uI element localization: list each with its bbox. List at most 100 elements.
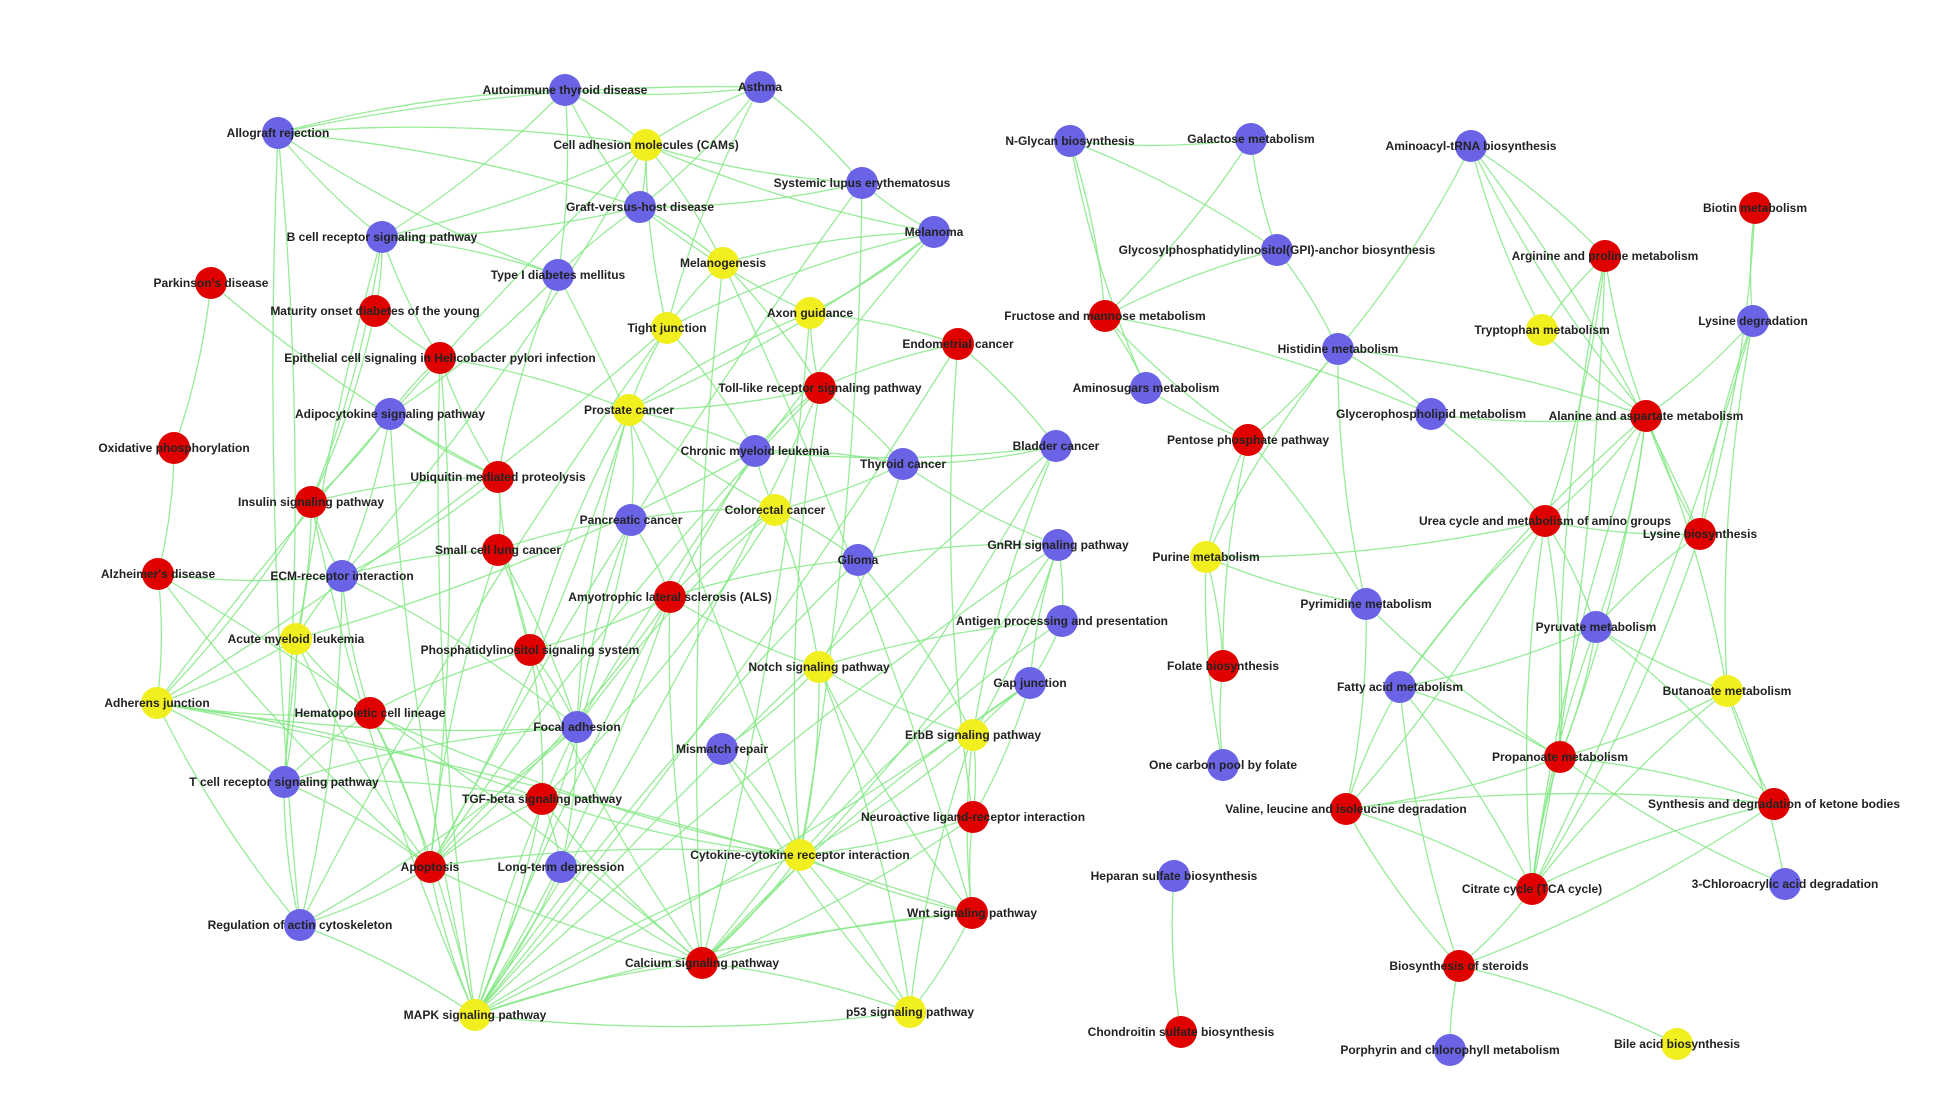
node-melanogenesis[interactable]: Melanogenesis [680,247,766,279]
node-prostate[interactable]: Prostate cancer [584,394,674,426]
node-notch-circle[interactable] [803,651,835,683]
node-cytokine[interactable]: Cytokine-cytokine receptor interaction [690,839,910,871]
node-als-circle[interactable] [654,581,686,613]
node-actin[interactable]: Regulation of actin cytoskeleton [208,909,393,941]
node-wnt-circle[interactable] [956,897,988,929]
node-axon[interactable]: Axon guidance [767,297,853,329]
node-pyrimidine-circle[interactable] [1350,588,1382,620]
node-apoptosis[interactable]: Apoptosis [401,851,460,883]
node-insulin-circle[interactable] [295,486,327,518]
node-porphyrin[interactable]: Porphyrin and chlorophyll metabolism [1340,1034,1560,1066]
node-gvhd-circle[interactable] [624,191,656,223]
node-mapk[interactable]: MAPK signaling pathway [404,999,547,1031]
node-heparan[interactable]: Heparan sulfate biosynthesis [1091,860,1258,892]
node-aminoacyl[interactable]: Aminoacyl-tRNA biosynthesis [1386,130,1557,162]
node-chloroacrylic-circle[interactable] [1769,868,1801,900]
node-heparan-circle[interactable] [1158,860,1190,892]
node-purine-circle[interactable] [1190,541,1222,573]
node-adipocytokine-circle[interactable] [374,398,406,430]
node-lysdeg[interactable]: Lysine degradation [1698,305,1808,337]
node-aminoacyl-circle[interactable] [1455,130,1487,162]
node-phosphatidyl[interactable]: Phosphatidylinositol signaling system [421,634,640,666]
node-gap[interactable]: Gap junction [993,667,1067,699]
node-biotin-circle[interactable] [1739,192,1771,224]
node-calcium[interactable]: Calcium signaling pathway [625,947,779,979]
node-adherens-circle[interactable] [141,687,173,719]
node-ltd[interactable]: Long-term depression [498,851,625,883]
node-p53-circle[interactable] [894,996,926,1028]
node-aml-circle[interactable] [280,623,312,655]
node-aminosugars-circle[interactable] [1130,372,1162,404]
node-oxphos-circle[interactable] [158,432,190,464]
node-glycerophospholipid-circle[interactable] [1415,398,1447,430]
node-parkinson-circle[interactable] [195,267,227,299]
node-steroids-circle[interactable] [1443,950,1475,982]
node-ecm[interactable]: ECM-receptor interaction [270,560,414,592]
node-gpi-circle[interactable] [1261,234,1293,266]
node-bileacid-circle[interactable] [1661,1028,1693,1060]
node-gpi[interactable]: Glycosylphosphatidylinositol(GPI)-anchor… [1119,234,1436,266]
node-histidine[interactable]: Histidine metabolism [1278,333,1399,365]
node-sle[interactable]: Systemic lupus erythematosus [774,167,951,199]
node-pyruvate[interactable]: Pyruvate metabolism [1536,611,1657,643]
node-endometrial[interactable]: Endometrial cancer [902,328,1014,360]
node-phosphatidyl-circle[interactable] [514,634,546,666]
node-galactose-circle[interactable] [1235,123,1267,155]
node-tryptophan[interactable]: Tryptophan metabolism [1474,314,1610,346]
node-cams[interactable]: Cell adhesion molecules (CAMs) [553,129,739,161]
node-ubiquitin[interactable]: Ubiquitin mediated proteolysis [410,461,586,493]
node-sclc-circle[interactable] [482,534,514,566]
node-onecarbon-circle[interactable] [1207,749,1239,781]
node-t1d-circle[interactable] [542,259,574,291]
node-pentose-circle[interactable] [1232,424,1264,456]
node-onecarbon[interactable]: One carbon pool by folate [1149,749,1297,781]
node-hpylori[interactable]: Epithelial cell signaling in Helicobacte… [284,342,596,374]
node-tgfb-circle[interactable] [526,783,558,815]
node-wnt[interactable]: Wnt signaling pathway [907,897,1037,929]
node-glioma-circle[interactable] [842,544,874,576]
node-steroids[interactable]: Biosynthesis of steroids [1389,950,1529,982]
node-melanoma-circle[interactable] [918,216,950,248]
node-folate[interactable]: Folate biosynthesis [1167,650,1279,682]
node-alzheimer[interactable]: Alzheimer's disease [101,558,216,590]
node-asthma[interactable]: Asthma [738,71,782,103]
node-chondroitin-circle[interactable] [1165,1016,1197,1048]
node-sclc[interactable]: Small cell lung cancer [435,534,561,566]
node-mody-circle[interactable] [359,295,391,327]
node-gnrh[interactable]: GnRH signaling pathway [987,529,1129,561]
node-sle-circle[interactable] [846,167,878,199]
node-urea-circle[interactable] [1529,505,1561,537]
node-alanine-circle[interactable] [1630,400,1662,432]
node-butanoate-circle[interactable] [1711,675,1743,707]
node-mismatch-circle[interactable] [706,733,738,765]
node-hpylori-circle[interactable] [424,342,456,374]
node-actin-circle[interactable] [284,909,316,941]
node-thyroid-circle[interactable] [887,448,919,480]
node-lysbio-circle[interactable] [1684,518,1716,550]
node-butanoate[interactable]: Butanoate metabolism [1663,675,1792,707]
node-arginine-circle[interactable] [1589,240,1621,272]
node-notch[interactable]: Notch signaling pathway [748,651,890,683]
node-apoptosis-circle[interactable] [414,851,446,883]
node-folate-circle[interactable] [1207,650,1239,682]
node-tryptophan-circle[interactable] [1526,314,1558,346]
node-nglycan[interactable]: N-Glycan biosynthesis [1005,125,1135,157]
node-hematopoietic-circle[interactable] [354,697,386,729]
node-focal[interactable]: Focal adhesion [533,711,621,743]
node-cams-circle[interactable] [630,129,662,161]
node-tight-circle[interactable] [651,312,683,344]
node-gap-circle[interactable] [1014,667,1046,699]
node-autoimmune[interactable]: Autoimmune thyroid disease [483,74,648,106]
node-fructose-circle[interactable] [1089,300,1121,332]
node-lysdeg-circle[interactable] [1737,305,1769,337]
node-tlr[interactable]: Toll-like receptor signaling pathway [718,372,922,404]
node-porphyrin-circle[interactable] [1434,1034,1466,1066]
node-adherens[interactable]: Adherens junction [104,687,210,719]
node-mapk-circle[interactable] [459,999,491,1031]
node-thyroid[interactable]: Thyroid cancer [860,448,946,480]
node-alanine[interactable]: Alanine and aspartate metabolism [1549,400,1744,432]
node-fructose[interactable]: Fructose and mannose metabolism [1004,300,1206,332]
node-melanogenesis-circle[interactable] [707,247,739,279]
node-colorectal[interactable]: Colorectal cancer [725,494,826,526]
node-tca[interactable]: Citrate cycle (TCA cycle) [1462,873,1602,905]
